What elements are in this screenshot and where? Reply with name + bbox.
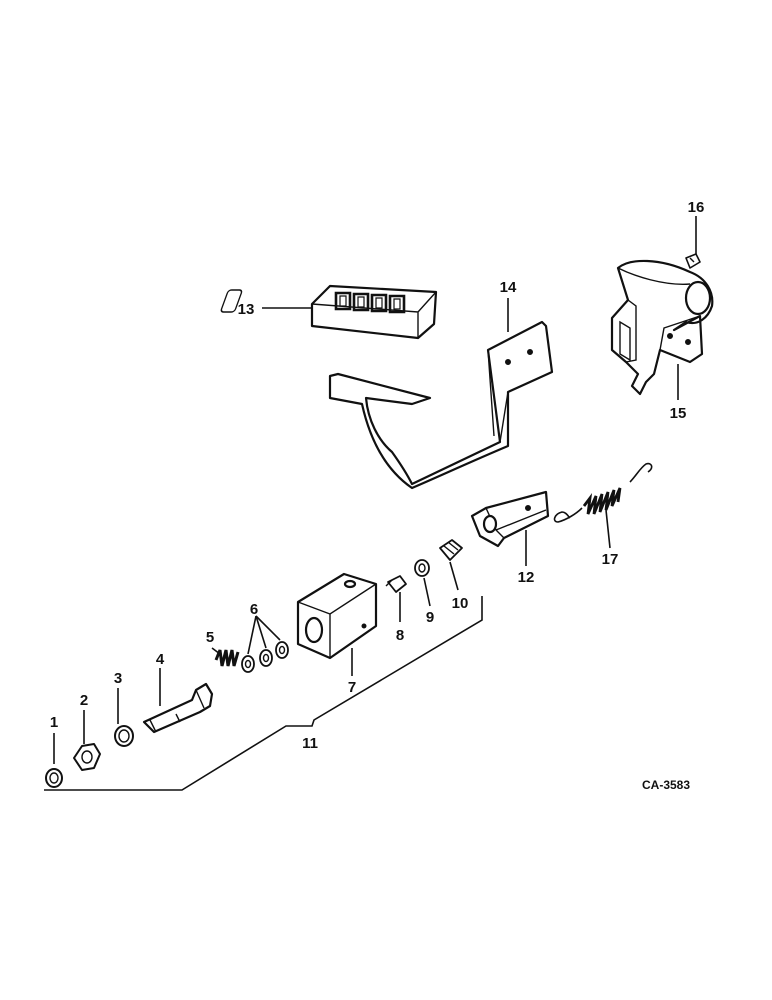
callout-1: 1: [50, 714, 58, 731]
part-15-bracket: [610, 259, 714, 396]
callout-11: 11: [302, 735, 318, 752]
part-12-clip: [470, 490, 550, 548]
callout-15: 15: [670, 405, 687, 422]
callout-16: 16: [688, 199, 705, 216]
callout-9: 9: [426, 609, 434, 626]
part-2-nut: [73, 743, 101, 771]
callout-13: 13: [238, 301, 255, 318]
part-17-spring: [553, 462, 653, 523]
part-13-pedal-pad: [220, 284, 438, 340]
callout-10: 10: [452, 595, 469, 612]
part-4-pin: [142, 682, 214, 734]
part-5-spring: [214, 649, 240, 667]
part-16-screw: [685, 253, 701, 269]
leader-lines: [44, 216, 697, 791]
part-1-washer: [45, 768, 63, 788]
callout-3: 3: [114, 670, 122, 687]
part-14-pedal-arm: [328, 320, 554, 490]
part-7-block: [296, 572, 378, 660]
callout-5: 5: [206, 629, 214, 646]
callout-8: 8: [396, 627, 404, 644]
callout-14: 14: [500, 279, 517, 296]
part-3-ring: [114, 725, 134, 747]
part-10-fitting: [439, 539, 463, 561]
callout-4: 4: [156, 651, 165, 668]
callout-6: 6: [250, 601, 258, 618]
callout-17: 17: [602, 551, 619, 568]
part-8-valve: [385, 575, 407, 593]
part-9-washer: [414, 559, 430, 577]
part-6-washers: [241, 641, 289, 673]
drawing-code: CA-3583: [642, 778, 690, 792]
callout-labels: 1 2 3 4 5 6 7 8 9 10 11 12 13 14 15 16 1…: [50, 199, 705, 752]
callout-12: 12: [518, 569, 535, 586]
callout-7: 7: [348, 679, 356, 696]
callout-2: 2: [80, 692, 88, 709]
